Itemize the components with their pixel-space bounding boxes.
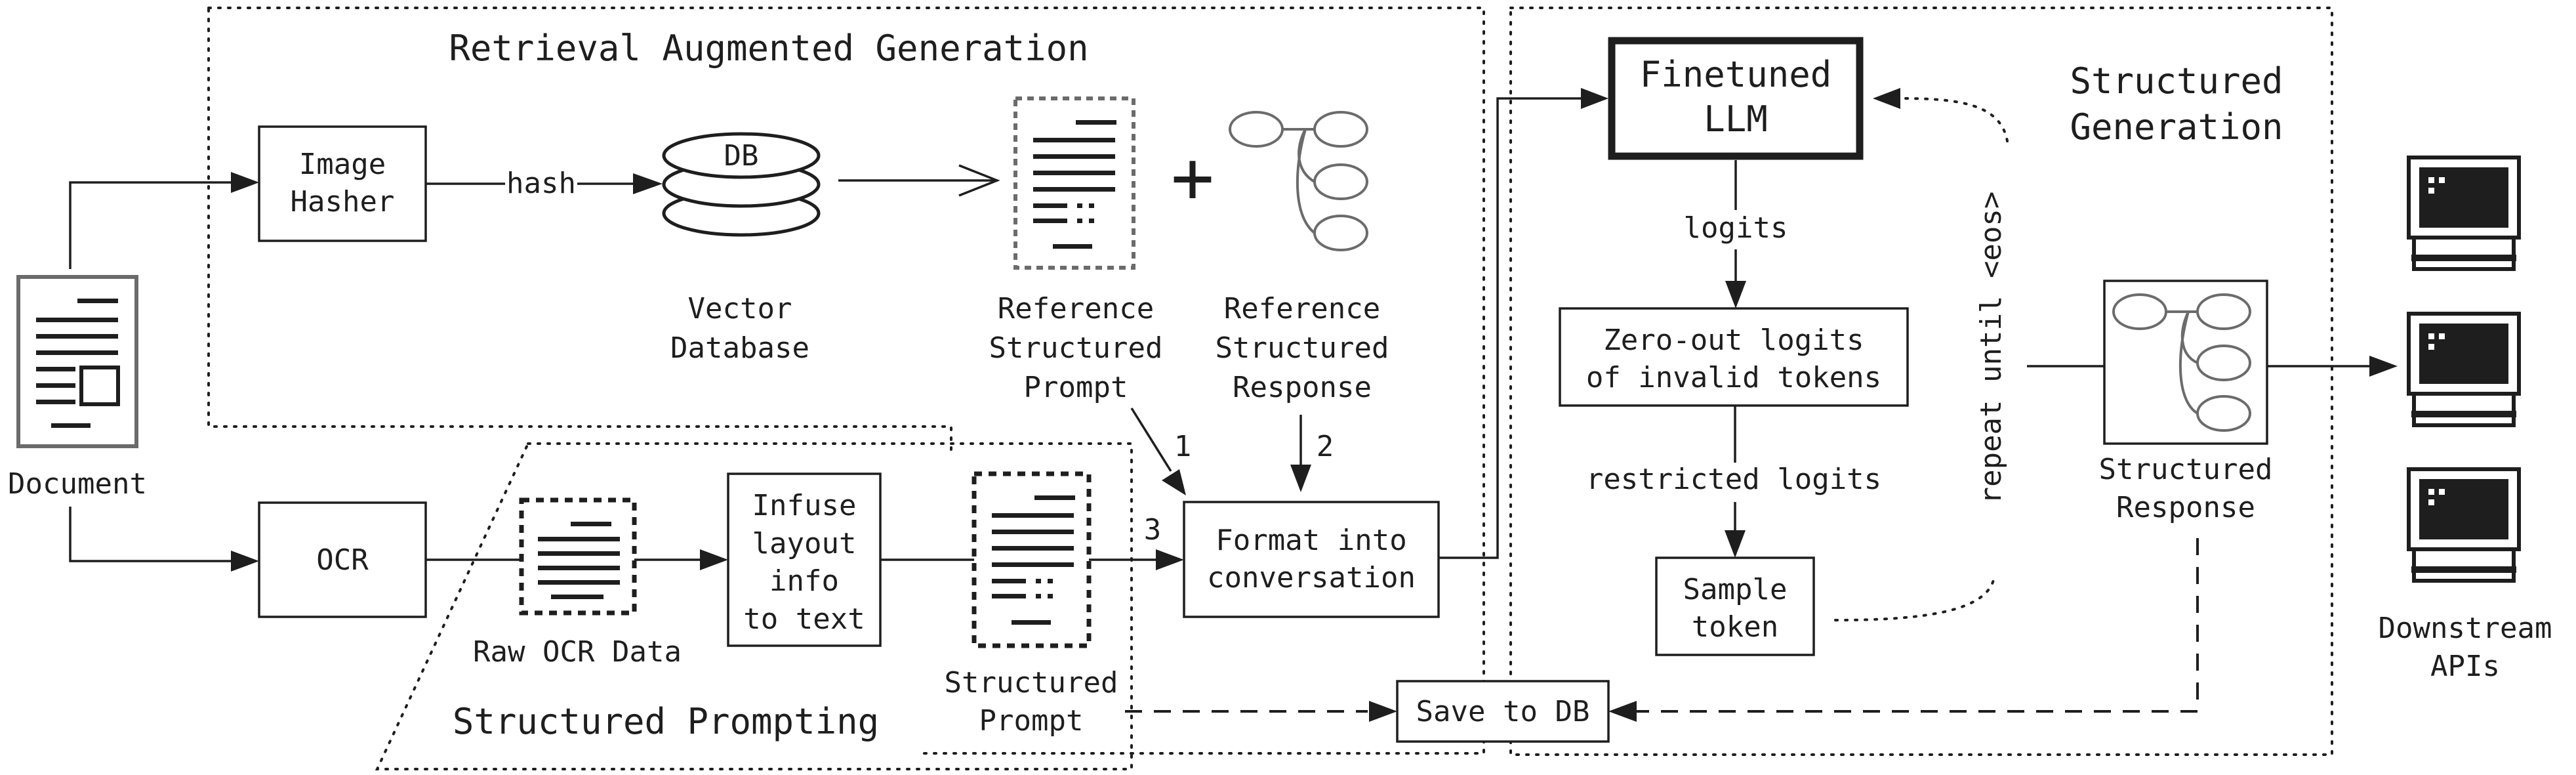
edge-document-to-hasher-arrowhead xyxy=(231,172,259,193)
edge-refprompt-to-format xyxy=(1130,408,1172,472)
step1-label: 1 xyxy=(1174,430,1192,463)
restricted-logits-label: restricted logits xyxy=(1586,463,1881,496)
edge-document-to-ocr-arrowhead xyxy=(231,551,259,572)
ref-response-line1: Reference xyxy=(1224,292,1380,325)
format-conversation-box xyxy=(1183,501,1440,618)
edge-document-to-ocr xyxy=(69,507,231,562)
document-icon xyxy=(16,275,138,448)
structured-prompt-line2: Prompt xyxy=(979,704,1084,738)
ocr-box xyxy=(258,501,427,618)
raw-ocr-data-icon xyxy=(519,497,637,616)
structured-response-box xyxy=(2103,280,2268,445)
ref-prompt-line1: Reference xyxy=(998,292,1154,325)
edge-format-to-llm xyxy=(1439,97,1581,559)
edge-sample-to-llm-loop xyxy=(1834,97,2009,621)
step3-label: 3 xyxy=(1144,513,1162,547)
sample-line1: Sample xyxy=(1683,573,1788,606)
save-to-db-label: Save to DB xyxy=(1416,695,1590,728)
structured-prompting-title: Structured Prompting xyxy=(453,701,879,742)
structured-prompt-line1: Structured xyxy=(945,666,1118,700)
ocr-label: OCR xyxy=(316,543,369,577)
infuse-line2: layout xyxy=(752,527,857,560)
edge-prompt-to-save-arrowhead xyxy=(1369,701,1397,722)
downstream-apis-line2: APIs xyxy=(2430,650,2500,683)
llm-line2: LLM xyxy=(1704,98,1768,140)
edge-raw-to-infuse-arrowhead xyxy=(700,549,728,570)
monitor-icon-2 xyxy=(2407,312,2521,427)
rag-region-border xyxy=(207,7,1485,755)
document-label: Document xyxy=(8,467,147,501)
monitor-icon-1 xyxy=(2407,156,2521,271)
sample-token-box xyxy=(1655,556,1815,656)
ref-prompt-line2: Structured xyxy=(989,331,1163,365)
edge-document-to-hasher xyxy=(69,181,231,269)
raw-ocr-data-label: Raw OCR Data xyxy=(473,635,682,669)
edge-db-to-reference-open-arrowhead xyxy=(958,164,1000,197)
downstream-apis-line1: Downstream xyxy=(2379,612,2552,645)
edge-prompt-to-format-arrowhead xyxy=(1156,549,1184,570)
edge-response-to-save-arrowhead xyxy=(1608,701,1637,722)
edge-refresponse-to-format-arrowhead xyxy=(1290,465,1311,492)
format-line1: Format into xyxy=(1216,524,1406,557)
zero-out-line2: of invalid tokens xyxy=(1586,361,1881,394)
structured-response-tree-icon xyxy=(2112,293,2251,432)
ref-prompt-line3: Prompt xyxy=(1024,371,1128,404)
repeat-until-eos-label: repeat until <eos> xyxy=(1974,192,2008,505)
infuse-line4: to text xyxy=(743,602,865,636)
vector-database-line2: Database xyxy=(670,331,809,365)
ref-response-line3: Response xyxy=(1233,371,1372,404)
vector-database-line1: Vector xyxy=(688,292,792,325)
save-to-db-box xyxy=(1396,680,1610,743)
database-cylinder-icon xyxy=(662,132,821,237)
format-line2: conversation xyxy=(1207,561,1416,595)
image-hasher-line2: Hasher xyxy=(291,185,395,219)
hash-label: hash xyxy=(506,167,576,200)
plus-sign: + xyxy=(1171,135,1214,219)
sample-line2: token xyxy=(1692,610,1778,644)
structured-generation-region-border xyxy=(1509,7,2333,756)
image-hasher-line1: Image xyxy=(299,148,386,181)
reference-response-tree-icon xyxy=(1229,111,1368,251)
infuse-line1: Infuse xyxy=(752,489,857,522)
finetuned-llm-box xyxy=(1608,37,1864,160)
logits-label: logits xyxy=(1684,211,1788,245)
edge-llm-to-zeroout-arrowhead xyxy=(1725,281,1746,308)
monitor-icon-3 xyxy=(2407,467,2521,583)
infuse-line3: info xyxy=(769,564,839,598)
edge-hasher-to-db-arrowhead xyxy=(633,173,663,194)
structured-prompting-region-border xyxy=(375,442,1133,770)
structured-response-line1: Structured xyxy=(2099,453,2273,486)
structured-generation-title-line1: Structured xyxy=(2070,60,2283,102)
structured-generation-title-line2: Generation xyxy=(2070,106,2283,148)
rag-title: Retrieval Augmented Generation xyxy=(449,28,1088,69)
structured-response-line2: Response xyxy=(2116,491,2255,524)
edge-zeroout-to-sample-arrowhead xyxy=(1725,530,1746,558)
edge-sample-to-llm-loop-arrowhead xyxy=(1873,88,1900,109)
db-label: DB xyxy=(724,139,759,173)
reference-prompt-document-icon xyxy=(1013,96,1135,270)
image-hasher-box xyxy=(258,125,427,242)
edge-format-to-llm-arrowhead xyxy=(1581,88,1608,109)
structured-prompt-document-icon xyxy=(971,471,1092,648)
llm-line1: Finetuned xyxy=(1640,54,1832,95)
infuse-layout-box xyxy=(727,472,882,647)
edge-response-to-save xyxy=(1637,538,2199,713)
edge-response-to-apis-arrowhead xyxy=(2369,356,2398,377)
zero-out-logits-box xyxy=(1559,307,1909,407)
step2-label: 2 xyxy=(1317,430,1334,463)
edge-refprompt-to-format-arrowhead xyxy=(1162,469,1186,495)
zero-out-line1: Zero-out logits xyxy=(1603,324,1864,357)
ref-response-line2: Structured xyxy=(1216,331,1389,365)
